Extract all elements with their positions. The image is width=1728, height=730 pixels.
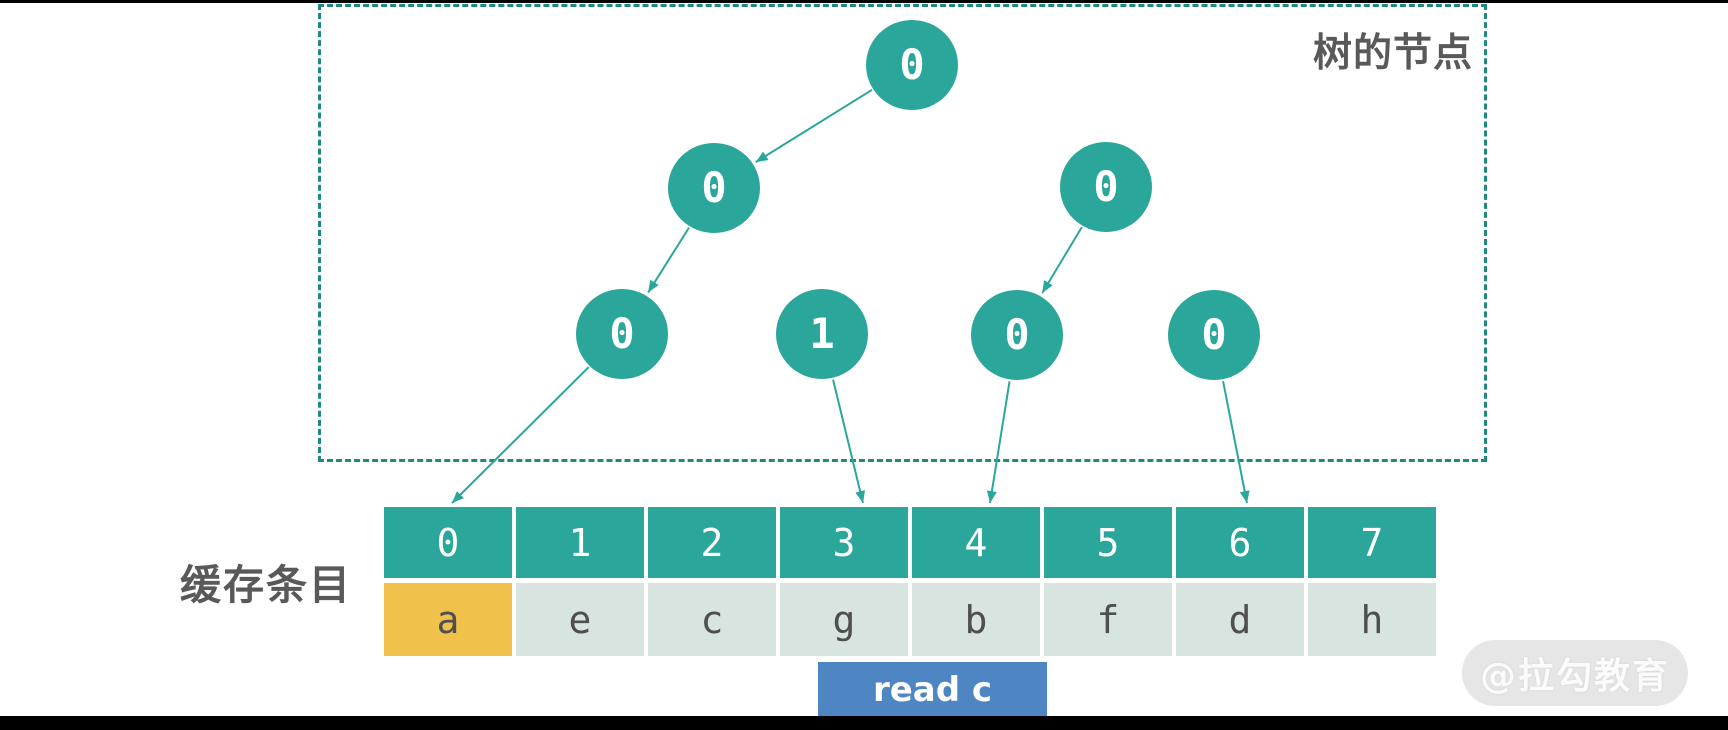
cache-index-cell-0: 0 bbox=[384, 507, 512, 578]
cache-entry-cell-3: g bbox=[780, 583, 908, 656]
tree-dashed-frame bbox=[318, 4, 1487, 462]
tree-node-left: 0 bbox=[668, 143, 760, 233]
cache-index-cell-1: 1 bbox=[516, 507, 644, 578]
tree-node-root: 0 bbox=[866, 20, 958, 110]
cache-entry-cell-4: b bbox=[912, 583, 1040, 656]
cache-entry-cell-7: h bbox=[1308, 583, 1436, 656]
tree-node-left-left: 0 bbox=[576, 289, 668, 379]
tree-node-right-left: 0 bbox=[971, 290, 1063, 380]
cache-entry-cell-0-highlighted: a bbox=[384, 583, 512, 656]
cache-index-cell-6: 6 bbox=[1176, 507, 1304, 578]
tree-node-left-right: 1 bbox=[776, 289, 868, 379]
cache-entry-cell-6: d bbox=[1176, 583, 1304, 656]
top-border bbox=[0, 0, 1728, 3]
cache-entry-cell-2: c bbox=[648, 583, 776, 656]
bottom-border bbox=[0, 716, 1728, 730]
watermark-badge: @拉勾教育 bbox=[1462, 640, 1688, 706]
cache-index-cell-7: 7 bbox=[1308, 507, 1436, 578]
tree-frame-label: 树的节点 bbox=[1313, 31, 1474, 76]
cache-label: 缓存条目 bbox=[180, 561, 352, 609]
cache-index-cell-2: 2 bbox=[648, 507, 776, 578]
cache-index-cell-3: 3 bbox=[780, 507, 908, 578]
read-c-button[interactable]: read c bbox=[818, 662, 1047, 717]
tree-node-right-right: 0 bbox=[1168, 290, 1260, 380]
cache-entry-cell-1: e bbox=[516, 583, 644, 656]
cache-index-cell-4: 4 bbox=[912, 507, 1040, 578]
cache-index-cell-5: 5 bbox=[1044, 507, 1172, 578]
cache-entry-cell-5: f bbox=[1044, 583, 1172, 656]
tree-node-right: 0 bbox=[1060, 142, 1152, 232]
